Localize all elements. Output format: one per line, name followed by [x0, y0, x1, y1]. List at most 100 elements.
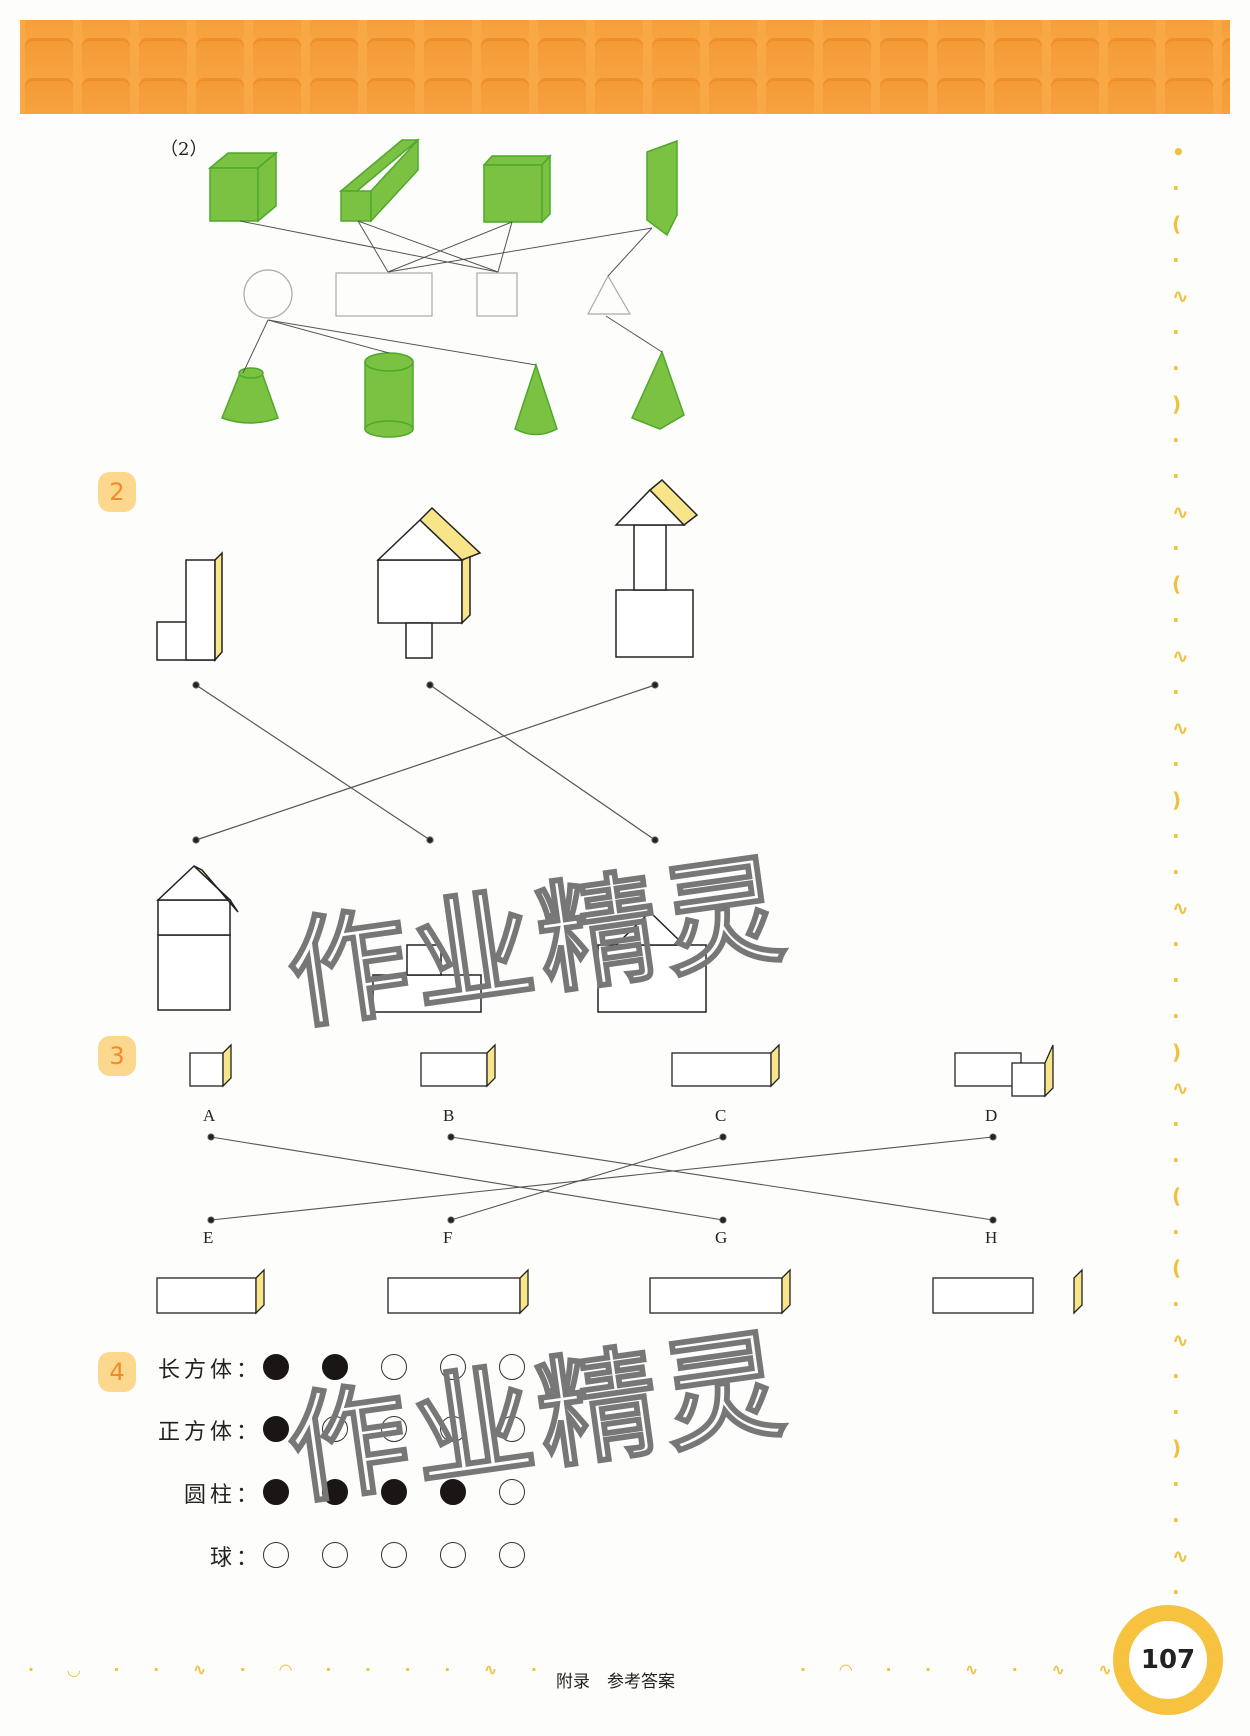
- footer-section-title: 附录 参考答案: [556, 1672, 675, 1692]
- decoration-glyph: ·: [1172, 1472, 1180, 1496]
- option-label-d: D: [985, 1106, 998, 1125]
- banner-tile: [25, 78, 73, 114]
- banner-tile: [766, 20, 814, 42]
- banner-tile: [310, 78, 358, 114]
- filled-circle: [263, 1354, 289, 1380]
- banner-tile: [481, 38, 529, 82]
- banner-tile: [367, 20, 415, 42]
- banner-tile: [538, 20, 586, 42]
- decoration-glyph: ·: [1172, 1004, 1180, 1028]
- banner-tile: [538, 38, 586, 82]
- decoration-glyph: ): [1172, 788, 1182, 812]
- empty-circle: [499, 1416, 525, 1442]
- block-buildings: [156, 478, 707, 1013]
- banner-tile: [937, 20, 985, 42]
- decoration-glyph: ∿: [1172, 716, 1189, 740]
- empty-circle: [440, 1542, 466, 1568]
- banner-tile: [1051, 20, 1099, 42]
- banner-tile: [424, 38, 472, 82]
- banner-tile: [25, 38, 73, 82]
- shape-count-label: 球：: [209, 1546, 262, 1571]
- footer-decoration-right: · ◠ · · ∿ · ∿ ∿: [800, 1660, 1126, 1679]
- banner-tile: [367, 38, 415, 82]
- decoration-glyph: (: [1172, 1256, 1182, 1280]
- empty-circle: [263, 1542, 289, 1568]
- decoration-glyph: ): [1172, 1436, 1182, 1460]
- decoration-glyph: ·: [1172, 932, 1180, 956]
- banner-tile: [139, 38, 187, 82]
- banner-tile: [82, 20, 130, 42]
- banner-tile: [310, 20, 358, 42]
- banner-tile: [1051, 38, 1099, 82]
- cube-rows: [156, 1043, 1083, 1315]
- banner-tile: [367, 78, 415, 114]
- filled-circle: [440, 1479, 466, 1505]
- banner-tile: [481, 78, 529, 114]
- plane-shapes: [243, 269, 632, 319]
- banner-tile: [139, 20, 187, 42]
- match-lines-section2: [192, 681, 659, 844]
- decoration-glyph: ·: [1172, 1580, 1180, 1604]
- decoration-glyph: ∿: [1172, 500, 1189, 524]
- decoration-glyph: ·: [1172, 356, 1180, 380]
- section-number-badge: 3: [98, 1036, 136, 1076]
- decoration-glyph: ·: [1172, 428, 1180, 452]
- banner-tile: [709, 38, 757, 82]
- decoration-glyph: ·: [1172, 1220, 1180, 1244]
- banner-tile: [1165, 20, 1213, 42]
- shape-count-label: 圆柱：: [183, 1483, 262, 1508]
- banner-tile: [595, 38, 643, 82]
- decoration-glyph: ): [1172, 1040, 1182, 1064]
- empty-circle: [322, 1416, 348, 1442]
- page-number: 107: [1129, 1621, 1207, 1699]
- decoration-glyph: ·: [1172, 464, 1180, 488]
- decoration-glyph: ): [1172, 392, 1182, 416]
- decoration-glyph: ·: [1172, 824, 1180, 848]
- banner-tile: [652, 38, 700, 82]
- banner-tile: [823, 20, 871, 42]
- option-label-g: G: [715, 1228, 728, 1247]
- empty-circle: [440, 1416, 466, 1442]
- banner-tile: [139, 78, 187, 114]
- section-number-badge: 4: [98, 1352, 136, 1392]
- decoration-glyph: ·: [1172, 1364, 1180, 1388]
- decoration-glyph: ∿: [1172, 1076, 1189, 1100]
- green-solids: [207, 138, 685, 438]
- banner-tile: [424, 20, 472, 42]
- banner-tile: [994, 78, 1042, 114]
- option-label-b: B: [443, 1106, 455, 1125]
- subquestion-label: （2）: [160, 139, 208, 160]
- banner-tile: [253, 38, 301, 82]
- banner-tile: [538, 78, 586, 114]
- empty-circle: [381, 1354, 407, 1380]
- match-lines-section3: [207, 1133, 997, 1224]
- decoration-glyph: ∿: [1172, 1328, 1189, 1352]
- decoration-glyph: ∿: [1172, 284, 1189, 308]
- match-lines-2: [239, 220, 663, 374]
- header-banner: [20, 20, 1230, 114]
- footer-decoration-left: · ◡ · · ∿ · ◠ · · · · ∿ ·: [28, 1660, 551, 1679]
- banner-tile: [1222, 78, 1230, 114]
- banner-tile: [310, 38, 358, 82]
- filled-circle: [263, 1416, 289, 1442]
- banner-tile: [481, 20, 529, 42]
- banner-tile: [880, 20, 928, 42]
- empty-circle: [322, 1542, 348, 1568]
- decoration-glyph: ·: [1172, 968, 1180, 992]
- decoration-glyph: ·: [1172, 680, 1180, 704]
- decoration-glyph: ·: [1172, 248, 1180, 272]
- decoration-glyph: ·: [1172, 1112, 1180, 1136]
- filled-circle: [381, 1479, 407, 1505]
- banner-tile: [82, 38, 130, 82]
- banner-tile: [82, 78, 130, 114]
- empty-circle: [381, 1542, 407, 1568]
- option-label-a: A: [203, 1106, 216, 1125]
- banner-tile: [880, 38, 928, 82]
- decoration-glyph: ·: [1172, 1148, 1180, 1172]
- decoration-glyph: ·: [1172, 1508, 1180, 1532]
- banner-tile: [880, 78, 928, 114]
- decoration-glyph: ·: [1172, 536, 1180, 560]
- banner-tile: [1108, 20, 1156, 42]
- banner-tile: [196, 78, 244, 114]
